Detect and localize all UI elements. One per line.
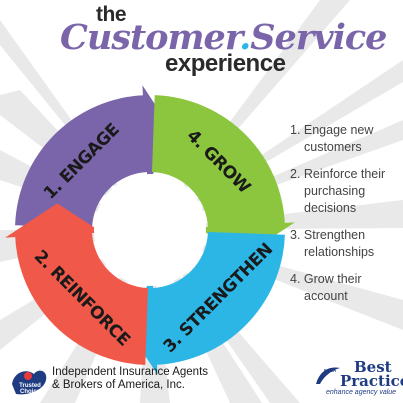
- bp-title: Best Practices: [340, 358, 403, 390]
- trusted-choice-logo: Trusted Choice: [12, 370, 47, 395]
- wheel-hub: [94, 174, 206, 286]
- segment-grow: [152, 95, 285, 228]
- bp-title-line1: Best: [354, 358, 392, 376]
- step-item: 2. Reinforce their purchasing decisions: [290, 167, 386, 215]
- iiaba-logo: Trusted Choice Independent Insurance Age…: [8, 358, 248, 398]
- swoosh-icon: IIABA: [316, 367, 340, 384]
- bp-prefix: IIABA: [324, 368, 337, 373]
- title-the: the: [96, 3, 127, 26]
- step-item: 1. Engage new customers: [290, 123, 374, 154]
- step-item: 4. Grow their account: [290, 272, 362, 303]
- steps-list: 1. Engage new customers 2. Reinforce the…: [290, 122, 402, 315]
- swoosh-shape: [316, 367, 340, 384]
- org-line1: Independent Insurance Agents: [52, 366, 209, 378]
- trusted-choice-emblem: [12, 370, 47, 395]
- bp-tagline: enhance agency value: [326, 389, 397, 396]
- title-experience: experience: [165, 50, 286, 77]
- bp-title-line2: Practices: [340, 372, 403, 390]
- best-practices-logo: IIABA Best Practices enhance agency valu…: [310, 358, 403, 400]
- segment-engage: [15, 95, 148, 228]
- title-word-customer: Customer: [60, 17, 240, 58]
- segment-reinforce: [15, 232, 148, 365]
- title-block: the Customer.Service experience: [0, 0, 403, 90]
- segment-strengthen: [152, 232, 285, 365]
- badge-line2: Choice: [20, 389, 41, 395]
- org-name: Independent Insurance Agents & Brokers o…: [52, 366, 208, 392]
- trusted-choice-dot: [24, 372, 32, 380]
- title-main: Customer.Service: [60, 17, 387, 58]
- step-item: 3. Strengthen relationships: [290, 228, 375, 259]
- segment-reinforce-arrow: [5, 203, 103, 238]
- org-line2: & Brokers of America, Inc.: [52, 379, 185, 391]
- title-dot: .: [239, 17, 251, 58]
- badge-line1: Trusted: [19, 383, 41, 389]
- title-word-service: Service: [250, 17, 387, 58]
